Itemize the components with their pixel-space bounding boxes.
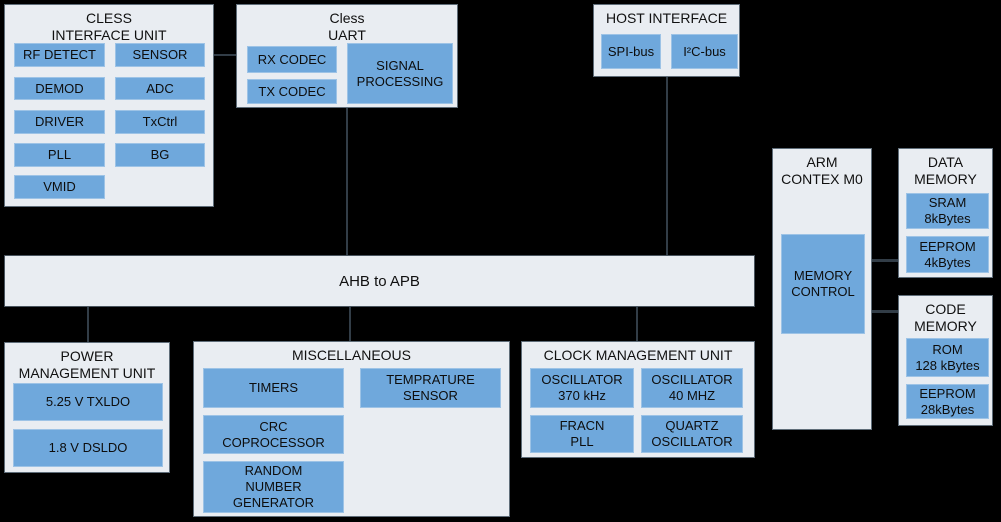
block-eeprom-28k: EEPROM 28kBytes xyxy=(906,384,989,419)
cless-interface-unit-panel: CLESS INTERFACE UNIT RF DETECT SENSOR DE… xyxy=(4,4,214,207)
block-random-number-generator: RANDOM NUMBER GENERATOR xyxy=(203,461,344,513)
ahb-to-apb-bus: AHB to APB xyxy=(4,255,755,307)
code-memory-panel: CODE MEMORY ROM 128 kBytes EEPROM 28kByt… xyxy=(898,295,993,426)
block-memory-control: MEMORY CONTROL xyxy=(781,234,865,334)
connector-bus-to-cmu-line xyxy=(636,307,638,341)
block-temperature-sensor: TEMPRATURE SENSOR xyxy=(360,368,501,408)
block-fracn-pll: FRACN PLL xyxy=(530,415,634,453)
arm-cortex-panel: ARM CONTEX M0 MEMORY CONTROL xyxy=(772,148,872,430)
block-bg: BG xyxy=(115,143,205,167)
block-driver: DRIVER xyxy=(14,110,105,134)
block-sensor: SENSOR xyxy=(115,43,205,67)
block-oscillator-370khz: OSCILLATOR 370 kHz xyxy=(530,368,634,408)
code-memory-title: CODE MEMORY xyxy=(914,301,977,334)
connector-memctrl-to-data-memory-line xyxy=(872,259,898,262)
power-management-unit-title: POWER MANAGEMENT UNIT xyxy=(18,348,156,381)
clock-management-unit-title: CLOCK MANAGEMENT UNIT xyxy=(543,347,733,363)
block-rf-detect: RF DETECT xyxy=(14,43,105,67)
host-interface-title: HOST INTERFACE xyxy=(605,10,728,26)
block-txldo: 5.25 V TXLDO xyxy=(13,383,163,421)
arm-cortex-title: ARM CONTEX M0 xyxy=(781,154,863,187)
block-txctrl: TxCtrl xyxy=(115,110,205,134)
block-oscillator-40mhz: OSCILLATOR 40 MHZ xyxy=(641,368,743,408)
block-rx-codec: RX CODEC xyxy=(247,46,337,73)
data-memory-title: DATA MEMORY xyxy=(914,154,977,187)
block-timers: TIMERS xyxy=(203,368,344,408)
block-spi-bus: SPI-bus xyxy=(601,34,661,69)
connector-uart-to-bus-line xyxy=(346,108,348,255)
connector-bus-to-pmu-line xyxy=(87,307,89,342)
connector-memctrl-to-code-memory-line xyxy=(872,310,898,313)
block-i2c-bus: I²C-bus xyxy=(671,34,738,69)
block-adc: ADC xyxy=(115,77,205,100)
cless-uart-panel: Cless UART RX CODEC TX CODEC SIGNAL PROC… xyxy=(236,4,458,108)
block-pll: PLL xyxy=(14,143,105,167)
host-interface-panel: HOST INTERFACE SPI-bus I²C-bus xyxy=(593,4,740,77)
block-sram-8k: SRAM 8kBytes xyxy=(906,193,989,229)
data-memory-panel: DATA MEMORY SRAM 8kBytes EEPROM 4kBytes xyxy=(898,148,993,278)
connector-bus-to-misc-line xyxy=(349,307,351,341)
block-vmid: VMID xyxy=(14,175,105,199)
miscellaneous-title: MISCELLANEOUS xyxy=(291,347,412,363)
block-signal-processing: SIGNAL PROCESSING xyxy=(347,43,453,104)
connector-host-to-bus-line xyxy=(666,77,668,255)
miscellaneous-panel: MISCELLANEOUS TIMERS TEMPRATURE SENSOR C… xyxy=(193,341,510,517)
block-rom-128k: ROM 128 kBytes xyxy=(906,338,989,377)
block-crc-coprocessor: CRC COPROCESSOR xyxy=(203,415,344,454)
power-management-unit-panel: POWER MANAGEMENT UNIT 5.25 V TXLDO 1.8 V… xyxy=(4,342,170,473)
block-dsldo: 1.8 V DSLDO xyxy=(13,429,163,467)
cless-uart-title: Cless UART xyxy=(328,10,366,43)
block-eeprom-4k: EEPROM 4kBytes xyxy=(906,236,989,273)
block-tx-codec: TX CODEC xyxy=(247,79,337,104)
cless-interface-unit-title: CLESS INTERFACE UNIT xyxy=(51,10,167,43)
clock-management-unit-panel: CLOCK MANAGEMENT UNIT OSCILLATOR 370 kHz… xyxy=(521,341,755,458)
connector-cless-to-uart-line xyxy=(214,54,236,56)
block-quartz-oscillator: QUARTZ OSCILLATOR xyxy=(641,415,743,453)
block-demod: DEMOD xyxy=(14,77,105,100)
